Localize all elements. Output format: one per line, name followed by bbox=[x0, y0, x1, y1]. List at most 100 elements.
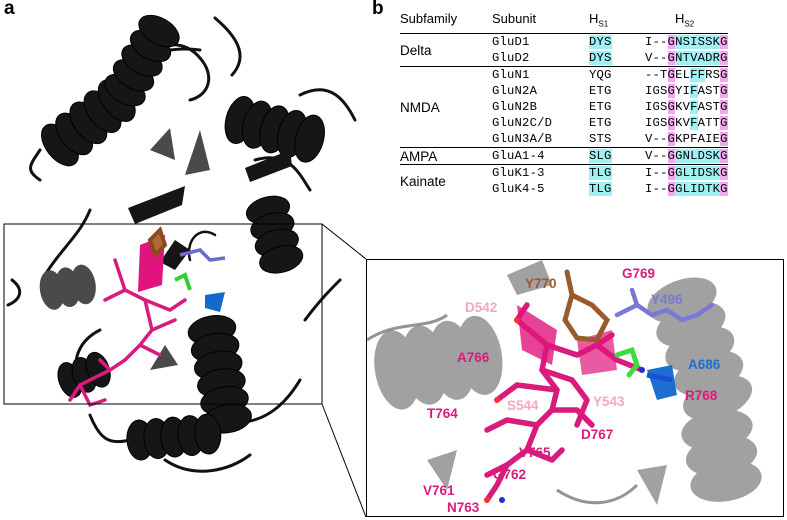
residue: S bbox=[682, 35, 691, 49]
hs1-cell: DYS bbox=[589, 50, 645, 67]
residue: G bbox=[667, 84, 676, 98]
residue: G bbox=[720, 100, 728, 114]
residue: K bbox=[675, 116, 683, 130]
residue: G bbox=[667, 51, 676, 65]
residue: S bbox=[660, 84, 668, 98]
residue: F bbox=[697, 68, 706, 82]
hs1-cell: ETG bbox=[589, 115, 645, 131]
residue: G bbox=[667, 116, 676, 130]
residue: G bbox=[667, 149, 676, 163]
residue: T bbox=[712, 100, 721, 114]
residue: D bbox=[705, 51, 713, 65]
label-y770: Y770 bbox=[525, 276, 557, 291]
residue: G bbox=[652, 116, 661, 130]
residue: T bbox=[705, 116, 713, 130]
hs2-cell: V--GNTVADRG bbox=[645, 50, 728, 67]
panel-b-letter: b bbox=[372, 0, 384, 19]
hs1-sequence: YQG bbox=[589, 68, 612, 82]
residue: G bbox=[667, 132, 676, 146]
residue: T bbox=[712, 116, 721, 130]
residue: G bbox=[675, 182, 683, 196]
residue: K bbox=[712, 182, 721, 196]
residue: G bbox=[720, 51, 728, 65]
residue: - bbox=[652, 51, 661, 65]
residue: G bbox=[720, 166, 728, 180]
residue: G bbox=[675, 149, 683, 163]
residue: - bbox=[652, 132, 661, 146]
label-d542: D542 bbox=[465, 300, 498, 315]
subunit-cell: GluD2 bbox=[492, 50, 589, 67]
label-d767: D767 bbox=[581, 427, 614, 442]
zoom-region-box bbox=[3, 223, 323, 405]
residue: G bbox=[720, 116, 728, 130]
zoom-connector-top bbox=[321, 223, 367, 260]
residue: D bbox=[697, 149, 706, 163]
residue: - bbox=[660, 51, 668, 65]
hs2-cell: I--GNSISSKG bbox=[645, 34, 728, 51]
hs2-cell: IGSGKVFATTG bbox=[645, 115, 728, 131]
subunit-cell: GluK1-3 bbox=[492, 166, 545, 180]
residue: N bbox=[675, 51, 683, 65]
label-t764: T764 bbox=[427, 406, 458, 421]
zoom-inset: G769 Y770 Y496 D542 A766 A686 R768 T764 … bbox=[366, 259, 784, 517]
hs2-cell: I--GGLIDTKG bbox=[645, 181, 728, 197]
residue: - bbox=[652, 149, 661, 163]
residue: V bbox=[682, 116, 691, 130]
residue: - bbox=[660, 149, 668, 163]
residue: E bbox=[712, 132, 721, 146]
residue: - bbox=[660, 182, 668, 196]
residue: I bbox=[682, 84, 691, 98]
residue: G bbox=[652, 84, 661, 98]
residue: S bbox=[705, 35, 713, 49]
residue: I bbox=[645, 84, 653, 98]
residue: G bbox=[720, 132, 728, 146]
residue: I bbox=[705, 132, 713, 146]
subfamily-cell: NMDA bbox=[400, 66, 492, 148]
residue: - bbox=[652, 68, 661, 82]
residue: G bbox=[720, 35, 728, 49]
residue: G bbox=[720, 182, 728, 196]
residue: K bbox=[675, 132, 683, 146]
hs2-cell: IGSGYIFASTG bbox=[645, 83, 728, 99]
hs2-cell: V--GGNLDSKG bbox=[645, 147, 728, 165]
header-subfamily: Subfamily bbox=[400, 11, 492, 34]
residue: V bbox=[690, 51, 698, 65]
panel-a-letter: a bbox=[4, 0, 15, 19]
subunit-cell: GluN2A bbox=[492, 84, 538, 98]
label-v761: V761 bbox=[423, 483, 455, 498]
subfamily-cell: AMPA bbox=[400, 147, 492, 165]
hs1-sequence: STS bbox=[589, 132, 612, 146]
residue: T bbox=[660, 68, 668, 82]
hs2-cell: IGSGKVFASTG bbox=[645, 99, 728, 115]
residue: I bbox=[645, 116, 653, 130]
hs1-sequence: DYS bbox=[589, 35, 612, 49]
subunit-cell: GluN2B bbox=[492, 100, 538, 114]
residue: T bbox=[712, 84, 721, 98]
residue: S bbox=[705, 149, 713, 163]
residue: N bbox=[675, 35, 683, 49]
header-hs2: HS2 bbox=[645, 11, 728, 34]
residue: - bbox=[652, 35, 661, 49]
residue: R bbox=[705, 68, 713, 82]
residue: S bbox=[712, 68, 721, 82]
residue: I bbox=[690, 182, 698, 196]
hs1-cell: DYS bbox=[589, 34, 645, 51]
residue: G bbox=[667, 100, 676, 114]
subunit-cell: GluA1-4 bbox=[492, 147, 589, 165]
header-subunit: Subunit bbox=[492, 11, 589, 34]
residue: S bbox=[660, 100, 668, 114]
residue: I bbox=[690, 166, 698, 180]
hs1-sequence: DYS bbox=[589, 51, 612, 65]
label-y496: Y496 bbox=[651, 292, 683, 307]
residue: E bbox=[675, 68, 683, 82]
residue: K bbox=[712, 149, 721, 163]
hs1-cell: TLG bbox=[589, 165, 645, 182]
label-y543: Y543 bbox=[593, 394, 625, 409]
label-s544: S544 bbox=[507, 398, 539, 413]
